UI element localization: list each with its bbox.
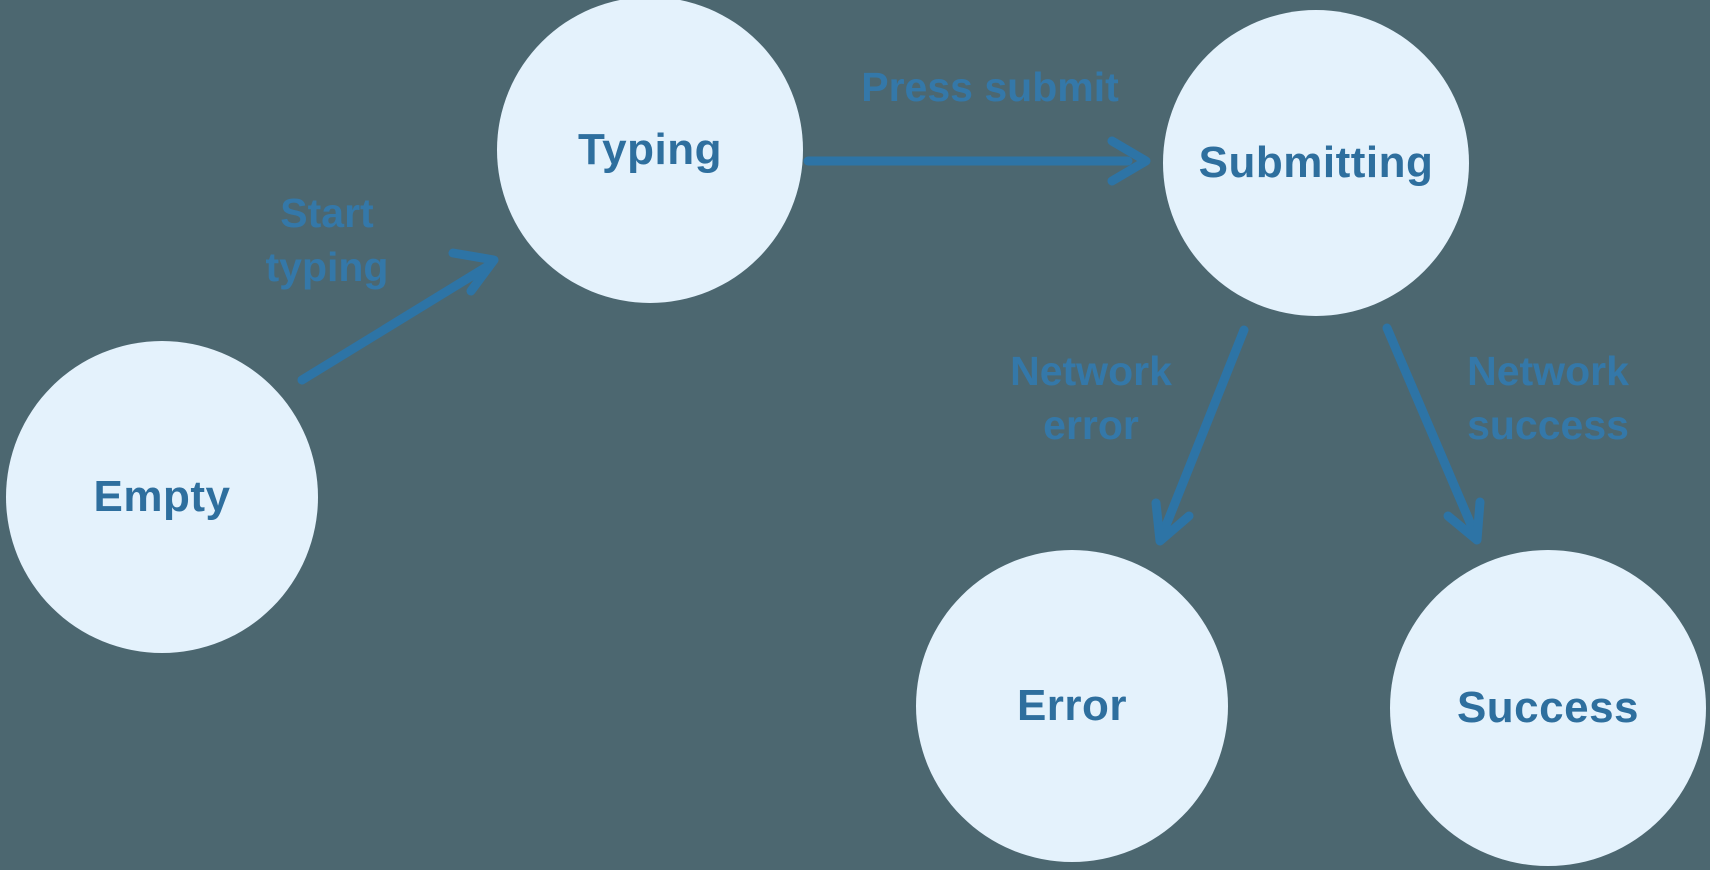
arrow-head-icon — [1443, 497, 1485, 545]
arrow-head-icon — [448, 248, 499, 296]
state-node-success: Success — [1390, 550, 1706, 866]
state-label-typing: Typing — [578, 125, 722, 174]
edge-label-press-submit: Press submit — [861, 64, 1119, 110]
edge-label-start-typing: Start typing — [265, 190, 389, 290]
state-label-error: Error — [1016, 681, 1128, 730]
edge-label-network-success: Network success — [1467, 348, 1629, 448]
edge-typing-to-submitting — [803, 136, 1151, 186]
state-node-error: Error — [916, 550, 1228, 862]
state-label-success: Success — [1456, 683, 1640, 732]
state-node-typing: Typing — [497, 0, 803, 303]
edge-label-network-error: Network error — [1010, 348, 1172, 448]
arrow-head-icon — [1107, 136, 1151, 186]
state-label-empty: Empty — [93, 472, 231, 521]
state-node-empty: Empty — [6, 341, 318, 653]
state-node-submitting: Submitting — [1163, 10, 1469, 316]
arrow-head-icon — [1151, 498, 1194, 546]
state-label-submitting: Submitting — [1198, 138, 1434, 187]
